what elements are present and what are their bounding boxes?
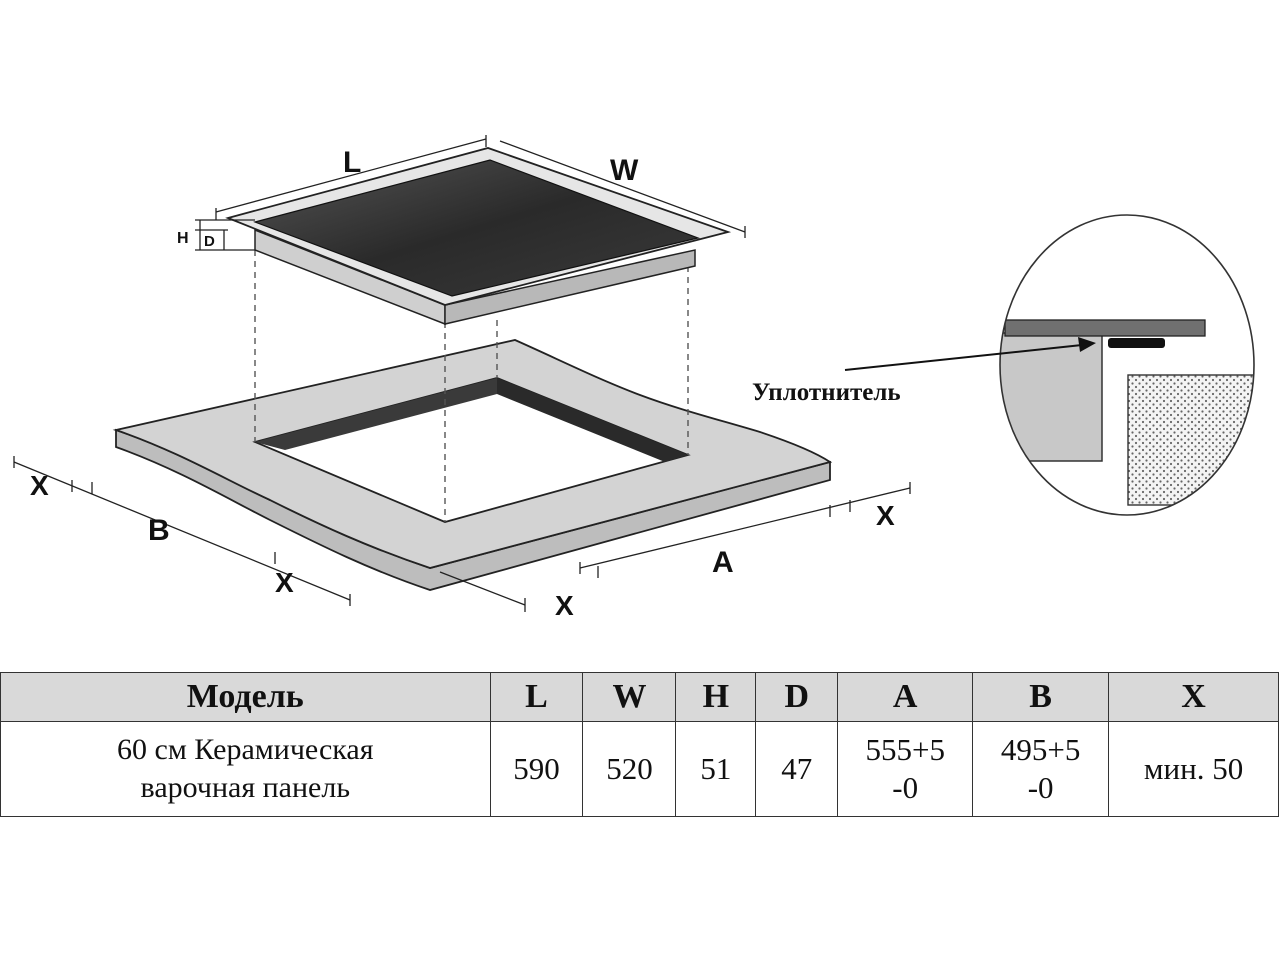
dimension-label-X-bottom: X [555, 590, 574, 621]
model-line-2: варочная панель [140, 771, 351, 804]
header-H: H [675, 672, 757, 722]
cell-A-line-2: -0 [892, 770, 919, 805]
header-D: D [755, 672, 839, 722]
cell-X: мин. 50 [1108, 721, 1279, 817]
header-A: A [837, 672, 974, 722]
dimension-label-L: L [343, 146, 361, 179]
cell-W: 520 [582, 721, 677, 817]
dimension-label-B: B [148, 514, 170, 547]
header-X: X [1108, 672, 1279, 722]
header-L: L [489, 672, 584, 722]
dimension-label-X-bottom-left: X [275, 567, 294, 598]
dimension-label-X-right: X [876, 500, 895, 531]
cell-model: 60 см Керамическая варочная панель [0, 721, 491, 817]
cell-L: 590 [489, 721, 584, 817]
seal-detail-inset [999, 214, 1255, 516]
installation-diagram: L W H D X B X X A X [13, 135, 1255, 621]
dimension-label-D: D [204, 233, 215, 250]
dimension-label-W: W [610, 154, 639, 187]
countertop [112, 339, 833, 591]
dimension-label-A: A [712, 546, 734, 579]
projection-lines [254, 250, 689, 522]
header-B: B [972, 672, 1110, 722]
header-model: Модель [0, 672, 491, 722]
seal-label: Уплотнитель [752, 379, 901, 406]
seal-pointer-arrow [844, 337, 1096, 371]
cell-B-line-1: 495+5 [1000, 732, 1081, 767]
cell-A: 555+5 -0 [837, 721, 974, 817]
counter-dimension-lines [13, 456, 911, 612]
dimension-label-H: H [177, 230, 189, 247]
cooktop [225, 147, 732, 326]
table-header-row: Модель L W H D A B X [0, 672, 1279, 722]
cell-D: 47 [755, 721, 839, 817]
header-W: W [582, 672, 677, 722]
cell-B: 495+5 -0 [972, 721, 1110, 817]
cell-H: 51 [675, 721, 757, 817]
dimension-label-X-left: X [30, 470, 49, 501]
table-row: 60 см Керамическая варочная панель 590 5… [0, 721, 1279, 817]
cell-B-line-2: -0 [1027, 770, 1054, 805]
specifications-table: Модель L W H D A B X 60 см Керамическая … [0, 672, 1279, 817]
hob-dimension-lines [195, 135, 746, 251]
cell-A-line-1: 555+5 [865, 732, 945, 767]
model-line-1: 60 см Керамическая [117, 733, 374, 766]
